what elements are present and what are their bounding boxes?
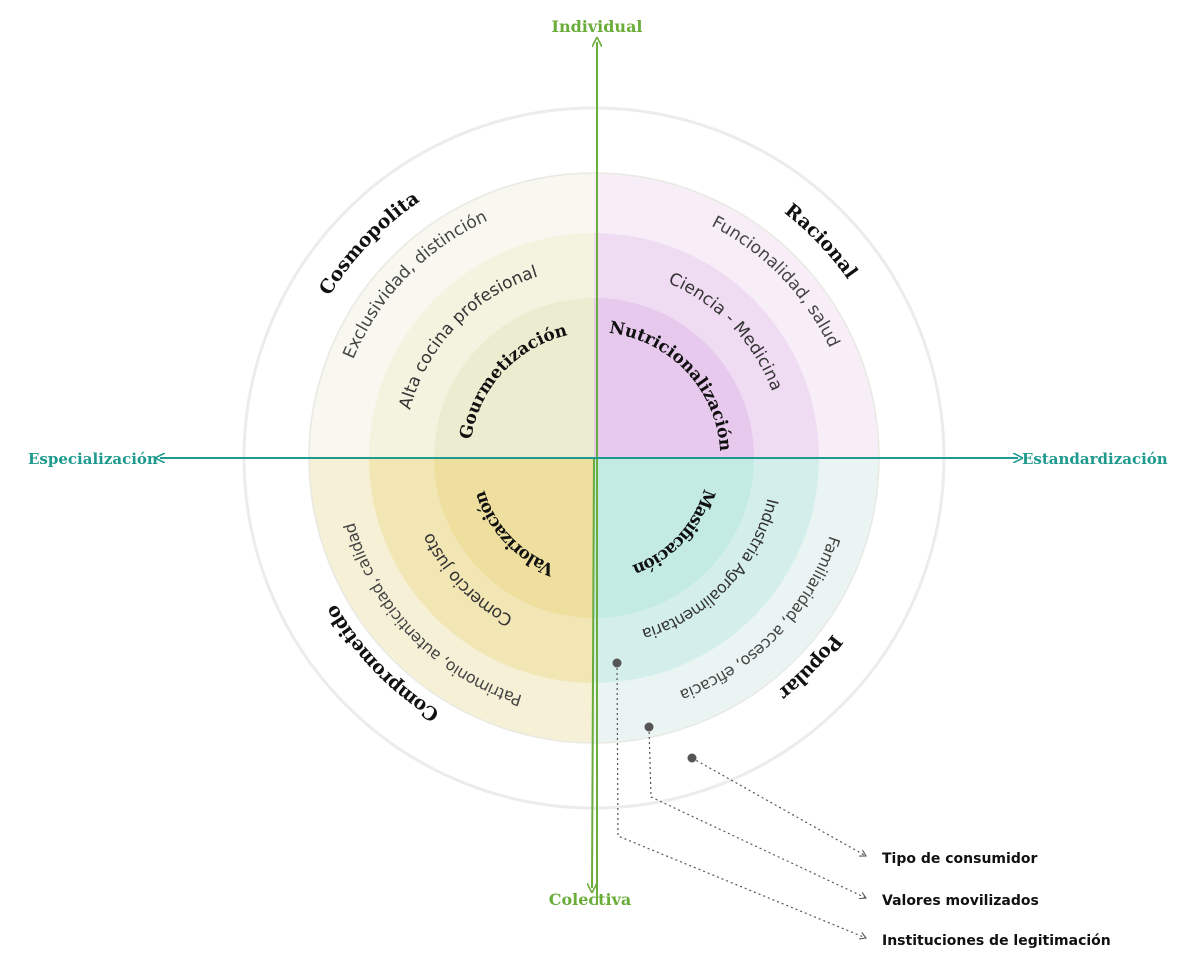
legend-consumer: Tipo de consumidor [882, 851, 1037, 867]
sector-top-left-ring-3 [434, 298, 594, 458]
leader-line-consumer [691, 757, 866, 856]
axis-label-top: Individual [551, 17, 642, 36]
leader-line-values [648, 726, 866, 898]
vertical-axis-down [592, 457, 594, 888]
quadrant-sectors [308, 172, 880, 744]
legend-institutions: Instituciones de legitimación [882, 933, 1111, 949]
legend-values: Valores movilizados [882, 893, 1039, 909]
axis-label-bottom: Colectiva [549, 890, 632, 909]
sector-top-right-ring-3 [594, 298, 754, 458]
sector-bottom-left-ring-3 [434, 458, 594, 618]
axis-label-left: Especialización [28, 450, 158, 468]
axis-label-right: Estandardización [1022, 450, 1168, 468]
sector-bottom-right-ring-3 [594, 458, 754, 618]
leader-line-institutions [616, 662, 866, 938]
